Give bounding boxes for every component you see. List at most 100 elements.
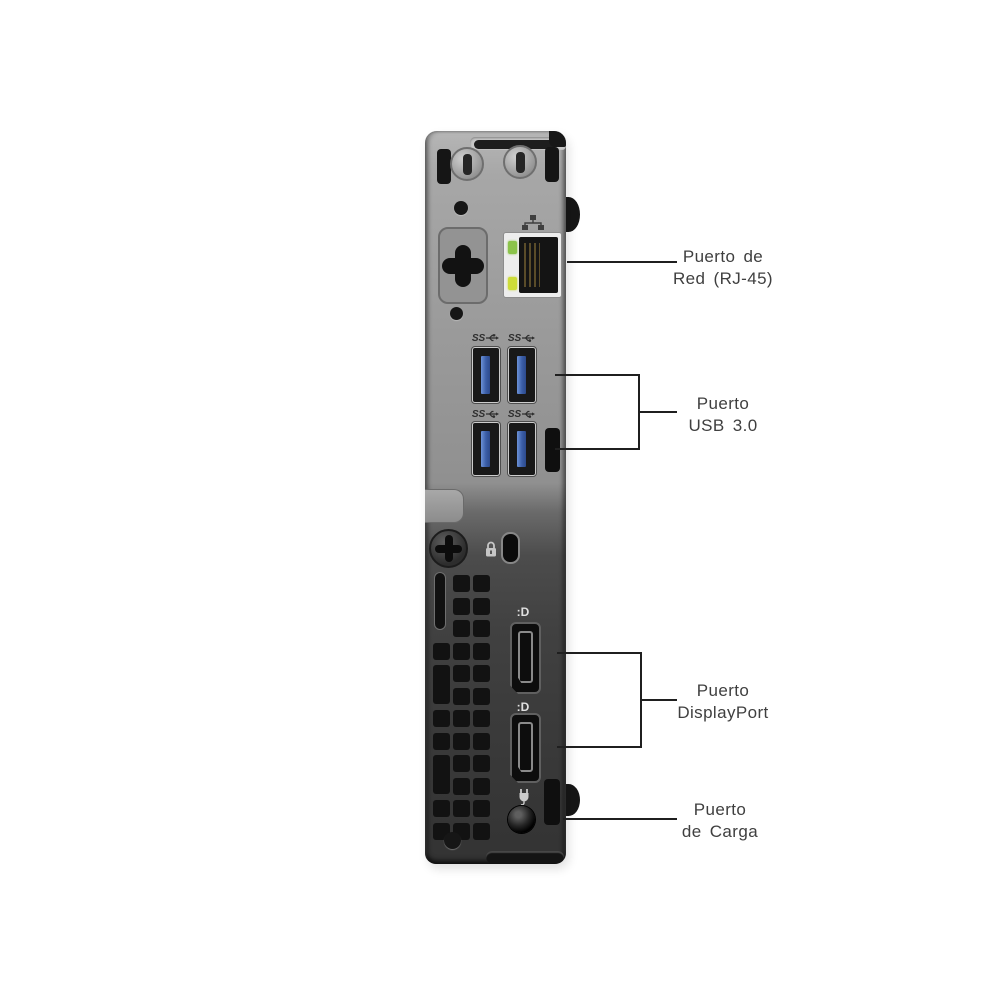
dc-power-jack xyxy=(508,806,535,833)
vent-hole xyxy=(453,710,470,727)
usb-trident-glyph xyxy=(486,334,500,342)
label-usb-port: Puerto USB 3.0 xyxy=(648,393,798,437)
vent-hole xyxy=(453,597,470,615)
vent-hole xyxy=(433,642,450,660)
usb3-port-3 xyxy=(472,422,500,476)
padlock-icon xyxy=(486,541,496,557)
thumbscrew-slot xyxy=(516,152,525,173)
bottom-foot-bar xyxy=(486,851,564,863)
callout-line-dp xyxy=(642,699,677,701)
top-screw-slot-right xyxy=(545,147,559,182)
thumbscrew-right xyxy=(503,145,537,179)
label-line: Puerto xyxy=(696,394,750,413)
power-plug-icon xyxy=(519,789,529,805)
usb-ss-text: SS xyxy=(471,332,486,344)
vent-hole xyxy=(433,665,450,704)
vent-hole xyxy=(473,777,490,795)
vent-hole xyxy=(433,710,450,727)
dp-slot xyxy=(518,631,533,683)
usb-ss-text: SS xyxy=(507,332,522,344)
usb3-port-2 xyxy=(508,347,536,403)
label-line: Red (RJ-45) xyxy=(673,269,773,288)
vent-hole xyxy=(453,687,470,705)
side-slot-lower xyxy=(544,779,560,825)
label-line: de Carga xyxy=(681,822,759,841)
thumbscrew-slot xyxy=(463,154,472,175)
displayport-2 xyxy=(510,713,541,783)
vent-hole xyxy=(473,755,490,772)
usb3-icon: SS xyxy=(505,408,539,420)
usb3-icon: SS xyxy=(469,408,503,420)
vent-hole xyxy=(473,687,490,705)
usb3-port-4 xyxy=(508,422,536,476)
dp-slot xyxy=(518,722,533,772)
phillips-cross xyxy=(444,535,453,562)
bottom-screw-hole xyxy=(444,832,461,849)
rj45-pins xyxy=(524,243,540,287)
activity-led xyxy=(508,277,517,290)
label-displayport: Puerto DisplayPort xyxy=(648,680,798,724)
usb3-port-1 xyxy=(472,347,500,403)
callout-bracket-dp-bottom xyxy=(557,746,642,748)
vent-hole xyxy=(433,800,450,817)
screw-hole-upper xyxy=(454,201,468,215)
usb-tongue xyxy=(517,356,526,394)
usb-ss-text: SS xyxy=(471,408,486,420)
vent-tall-slot xyxy=(434,572,446,630)
mini-pc-rear-panel: SS SS SS SS xyxy=(425,131,566,864)
label-line: Puerto xyxy=(693,800,747,819)
vent-hole xyxy=(473,665,490,682)
usb-trident-glyph xyxy=(522,334,536,342)
vent-hole xyxy=(453,642,470,660)
thumbscrew-left xyxy=(450,147,484,181)
side-slot-upper xyxy=(545,428,560,472)
callout-bracket-usb-vertical xyxy=(638,374,640,450)
vent-hole xyxy=(473,822,490,840)
top-right-corner-accent xyxy=(549,131,566,147)
phillips-thumbscrew xyxy=(429,529,468,568)
label-line: Puerto de xyxy=(682,247,764,266)
rj45-ethernet-port xyxy=(503,232,562,298)
link-led xyxy=(508,241,517,254)
antenna-knockout-plate xyxy=(438,227,488,304)
vent-hole xyxy=(453,575,470,592)
displayport-1 xyxy=(510,622,541,694)
vent-hole xyxy=(453,755,470,772)
callout-bracket-usb-top xyxy=(555,374,640,376)
vent-hole xyxy=(453,800,470,817)
displayport-icon: :D xyxy=(516,700,530,714)
vent-hole xyxy=(473,800,490,817)
callout-bracket-dp-top xyxy=(557,652,642,654)
usb-tongue xyxy=(481,431,490,468)
ethernet-network-icon xyxy=(522,215,544,230)
callout-bracket-dp-vertical xyxy=(640,652,642,748)
callout-bracket-usb-bottom xyxy=(555,448,640,450)
vent-hole xyxy=(453,777,470,795)
vent-hole xyxy=(453,620,470,637)
vent-hole xyxy=(473,620,490,637)
vent-hole xyxy=(433,755,450,794)
usb-tongue xyxy=(481,356,490,394)
vent-hole xyxy=(433,732,450,750)
usb3-powershare-icon: SS xyxy=(469,332,503,344)
vent-hole xyxy=(473,732,490,750)
label-line: DisplayPort xyxy=(677,703,769,722)
vent-hole xyxy=(473,597,490,615)
label-line: USB 3.0 xyxy=(688,416,758,435)
cross-cutout xyxy=(455,244,471,287)
callout-line-power xyxy=(563,818,677,820)
label-network-port: Puerto de Red (RJ-45) xyxy=(648,246,798,290)
callout-line-network xyxy=(567,261,677,263)
callout-line-usb xyxy=(640,411,677,413)
label-line: Puerto xyxy=(696,681,750,700)
usb-trident-glyph xyxy=(522,410,536,418)
vent-hole xyxy=(453,732,470,750)
usb-trident-glyph xyxy=(486,410,500,418)
vent-hole xyxy=(453,665,470,682)
usb3-icon: SS xyxy=(505,332,539,344)
cable-cover-tab xyxy=(425,489,464,523)
usb-tongue xyxy=(517,431,526,468)
vent-hole xyxy=(473,710,490,727)
top-screw-slot-left xyxy=(437,149,451,184)
